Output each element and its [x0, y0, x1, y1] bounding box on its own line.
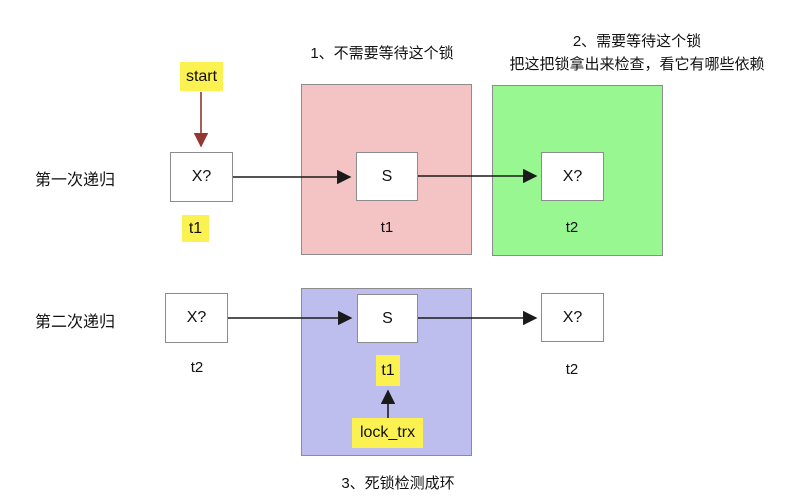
row1-s-node: S — [356, 152, 418, 201]
annotation-step3: 3、死锁检测成环 — [341, 475, 455, 492]
row1-green-x-node: X? — [541, 152, 604, 201]
row2-label: 第二次递归 — [35, 314, 116, 331]
row1-label: 第一次递归 — [35, 172, 116, 189]
annotation-step2-line2: 把这把锁拿出来检查，看它有哪些依赖 — [509, 56, 765, 73]
annotation-step2: 2、需要等待这个锁 把这把锁拿出来检查，看它有哪些依赖 — [509, 30, 764, 76]
row2-left-caption: t2 — [190, 359, 204, 376]
row2-x-node-right: X? — [541, 293, 604, 342]
row2-s-node: S — [357, 294, 418, 343]
row2-t1-badge: t1 — [376, 355, 400, 386]
row1-s-node-label: S — [381, 167, 393, 185]
row2-x-node-left: X? — [165, 293, 228, 343]
row2-x-node-right-label: X? — [562, 308, 583, 326]
lock-trx-badge: lock_trx — [352, 418, 423, 448]
row2-x-node-left-label: X? — [186, 309, 207, 326]
annotation-step1: 1、不需要等待这个锁 — [310, 45, 454, 62]
annotation-step2-line1: 2、需要等待这个锁 — [572, 33, 702, 50]
row2-right-caption: t2 — [565, 361, 579, 378]
row1-t1-badge: t1 — [182, 215, 209, 242]
row1-x-node-label: X? — [191, 168, 212, 185]
start-badge: start — [180, 62, 223, 91]
row1-x-node: X? — [170, 152, 233, 202]
row2-s-node-label: S — [382, 309, 393, 327]
row1-green-caption: t2 — [565, 219, 579, 236]
row1-pink-caption: t1 — [380, 219, 394, 236]
row1-green-x-node-label: X? — [562, 167, 583, 185]
